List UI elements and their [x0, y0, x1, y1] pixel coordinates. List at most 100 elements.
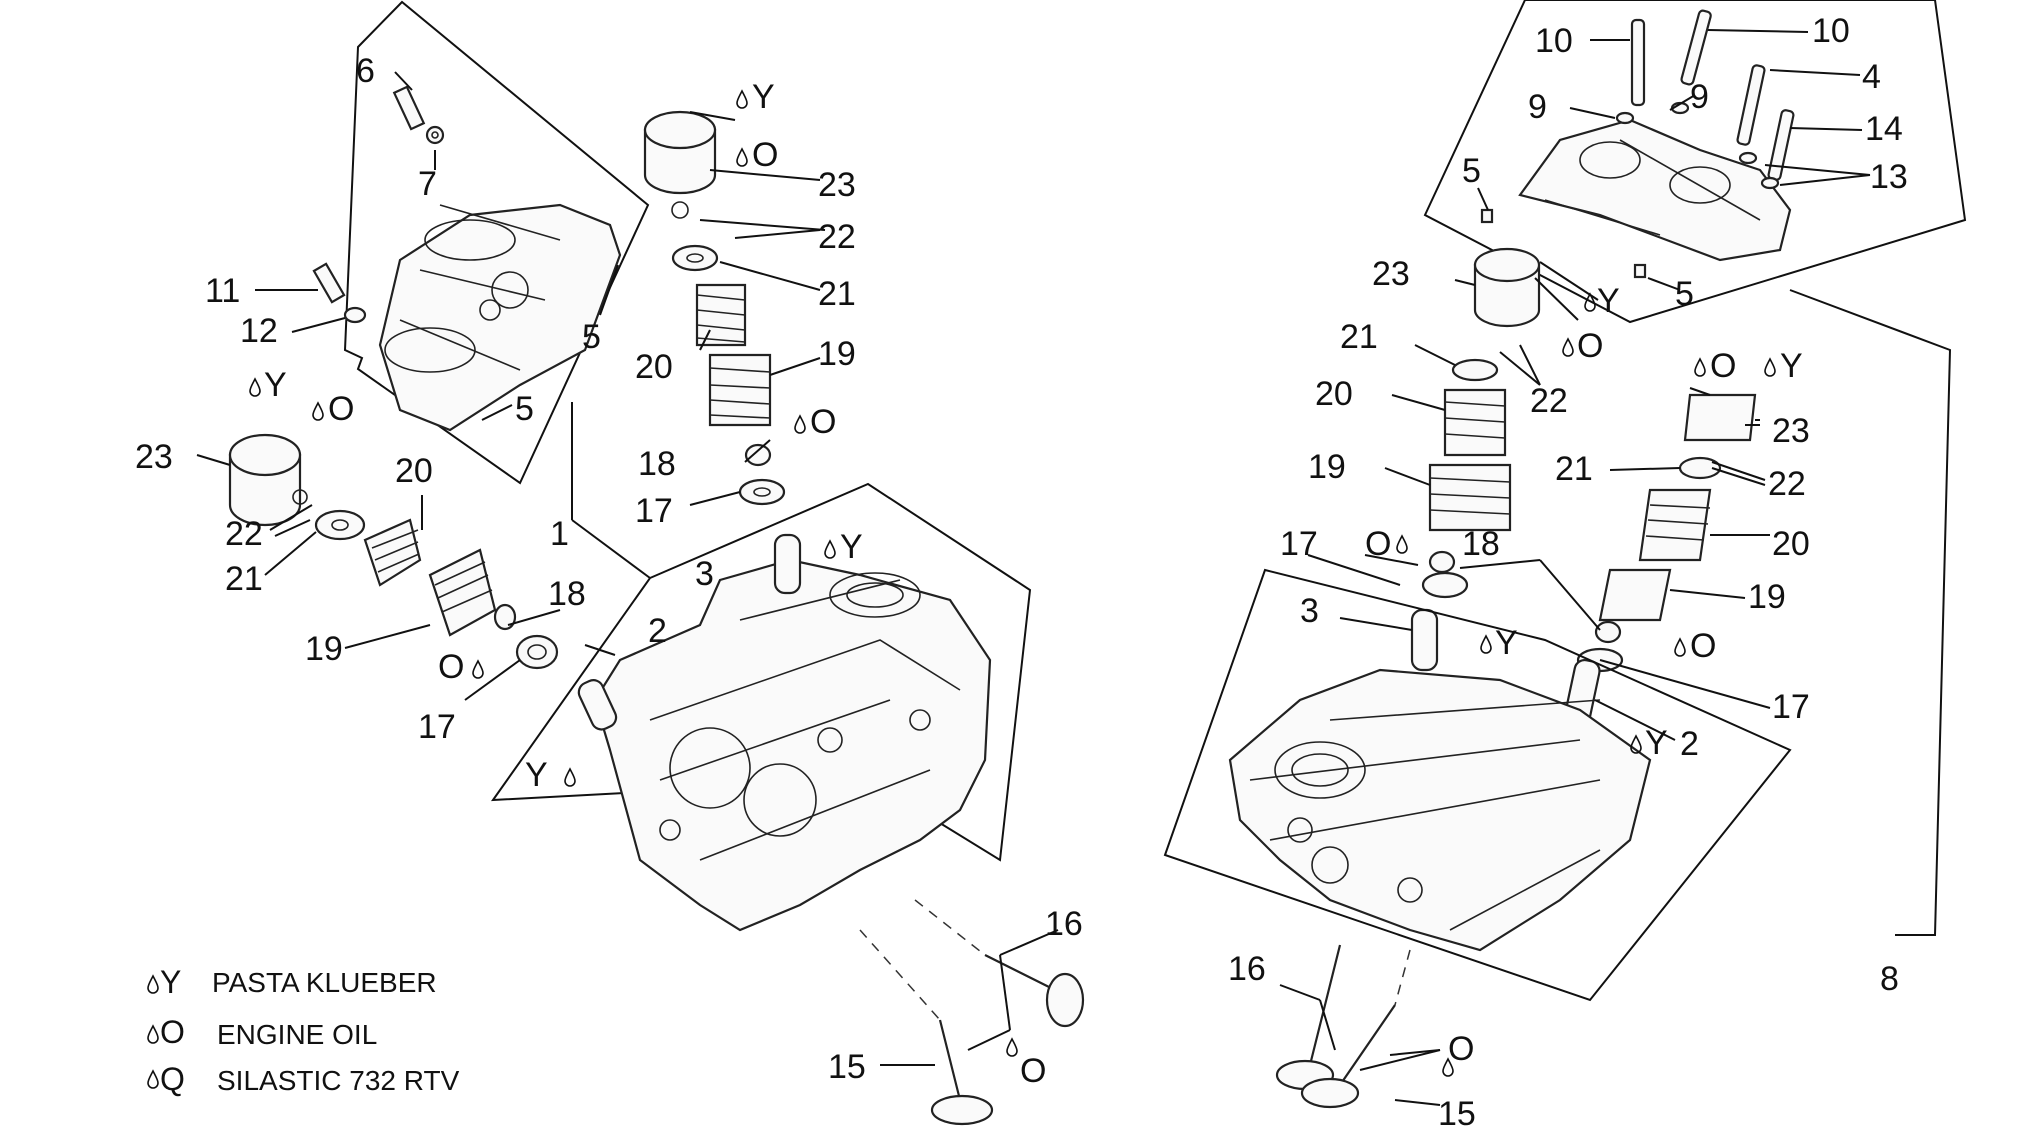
marker-o1: O	[752, 136, 778, 174]
callout-23b: 23	[818, 166, 856, 204]
camshaft-carrier-right	[1518, 118, 1792, 262]
callout-2b: 2	[1680, 725, 1699, 763]
legend-symbol: O	[160, 1014, 185, 1050]
callout-23c: 23	[1372, 255, 1410, 293]
callout-21d: 21	[1555, 450, 1593, 488]
callout-14: 14	[1865, 110, 1903, 148]
callout-22c: 22	[1530, 382, 1568, 420]
marker-y5: Y	[1597, 282, 1620, 320]
lubricant-markers: Y O Y O O Y O Y O Y O O Y Y O Y O O	[249, 78, 1803, 1090]
camshaft-carrier-left	[378, 203, 622, 432]
callout-19b: 19	[818, 335, 856, 373]
callout-17c: 17	[1280, 525, 1318, 563]
callout-5a: 5	[582, 318, 601, 356]
callout-21a: 21	[225, 560, 263, 598]
callout-10b: 10	[1812, 12, 1850, 50]
callout-9a: 9	[1528, 88, 1547, 126]
valve-spring-set-left	[314, 509, 559, 670]
legend-label: SILASTIC 732 RTV	[217, 1065, 460, 1096]
callout-17d: 17	[1772, 688, 1810, 726]
callout-20d: 20	[1772, 525, 1810, 563]
callout-21c: 21	[1340, 318, 1378, 356]
callout-22b: 22	[818, 218, 856, 256]
marker-y7: Y	[1495, 624, 1518, 662]
marker-o8: O	[1365, 525, 1391, 563]
leader-lines-right	[1279, 29, 1871, 1106]
legend-item-o: O ENGINE OIL	[147, 1014, 377, 1050]
callout-11: 11	[205, 272, 240, 310]
legend-symbol: Y	[160, 964, 181, 1000]
cam-carrier-frame-right	[1423, 0, 1967, 324]
legend-label: PASTA KLUEBER	[212, 967, 437, 998]
callout-18c: 18	[1462, 525, 1500, 563]
tappet-23-left	[228, 433, 308, 527]
marker-o3: O	[810, 403, 836, 441]
callout-22d: 22	[1768, 465, 1806, 503]
callout-13: 13	[1870, 158, 1908, 196]
callout-16b: 16	[1228, 950, 1266, 988]
callout-19c: 19	[1308, 448, 1346, 486]
legend-item-q: Q SILASTIC 732 RTV	[147, 1061, 460, 1097]
cylinder-head-right	[1228, 668, 1652, 952]
callout-22a: 22	[225, 515, 263, 553]
callout-4: 4	[1862, 58, 1881, 96]
callout-23d: 23	[1772, 412, 1810, 450]
callout-1: 1	[550, 515, 569, 553]
callout-17b: 17	[635, 492, 673, 530]
marker-y6: Y	[1780, 347, 1803, 385]
callout-20a: 20	[395, 452, 433, 490]
callout-18a: 18	[548, 575, 586, 613]
callout-3b: 3	[1300, 592, 1319, 630]
valve-16-right	[1275, 944, 1342, 1091]
marker-y2: Y	[264, 366, 287, 404]
bolt-6	[392, 85, 445, 145]
cylinder-head-frame-right	[1163, 568, 1792, 1002]
legend-item-y: Y PASTA KLUEBER	[147, 964, 437, 1000]
callout-19d: 19	[1748, 578, 1786, 616]
marker-y1: Y	[752, 78, 775, 116]
callout-3a: 3	[695, 555, 714, 593]
leader-lines-left	[196, 71, 1059, 1066]
callout-5d: 5	[1675, 275, 1694, 313]
callout-8: 8	[1880, 960, 1899, 998]
marker-o7: O	[1710, 347, 1736, 385]
marker-y3: Y	[840, 528, 863, 566]
legend-symbol: Q	[160, 1061, 185, 1097]
marker-o2: O	[328, 390, 354, 428]
cylinder-head-left	[593, 558, 992, 932]
marker-o6: O	[1577, 327, 1603, 365]
callout-9b: 9	[1690, 78, 1709, 116]
callout-18b: 18	[638, 445, 676, 483]
callout-23a: 23	[135, 438, 173, 476]
marker-y8: Y	[1645, 724, 1668, 762]
callout-16a: 16	[1045, 905, 1083, 943]
marker-y4: Y	[525, 756, 548, 794]
callout-17a: 17	[418, 708, 456, 746]
valve-16-left	[984, 954, 1085, 1028]
marker-o10: O	[1448, 1030, 1474, 1068]
callout-12: 12	[240, 312, 278, 350]
valve-15-right	[1300, 1004, 1396, 1109]
callout-2a: 2	[648, 612, 667, 650]
callout-7: 7	[418, 165, 437, 203]
callout-20b: 20	[635, 348, 673, 386]
callout-5c: 5	[1462, 152, 1481, 190]
marker-o5: O	[1020, 1052, 1046, 1090]
callout-19a: 19	[305, 630, 343, 668]
callout-5b: 5	[515, 390, 534, 428]
valve-15-left	[930, 1019, 994, 1126]
callout-numbers: 6 7 11 12 5 5 23 20 22 21 1 18 19 2 17 2…	[135, 12, 1908, 1133]
callout-15b: 15	[1438, 1095, 1476, 1133]
marker-o9: O	[1690, 627, 1716, 665]
bolt-11	[312, 262, 367, 324]
legend-label: ENGINE OIL	[217, 1019, 377, 1050]
callout-21b: 21	[818, 275, 856, 313]
valve-stack-right	[1410, 247, 1541, 672]
callout-6: 6	[356, 52, 375, 90]
callout-10a: 10	[1535, 22, 1573, 60]
callout-15a: 15	[828, 1048, 866, 1086]
legend: Y PASTA KLUEBER O ENGINE OIL Q SILASTIC …	[147, 964, 460, 1097]
marker-o4: O	[438, 648, 464, 686]
callout-20c: 20	[1315, 375, 1353, 413]
